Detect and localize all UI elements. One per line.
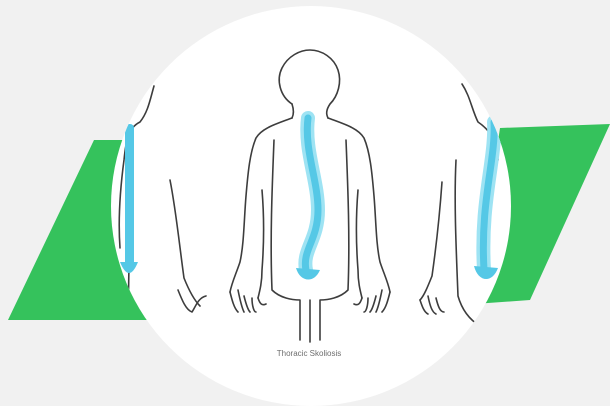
figure-caption: Thoracic Skoliosis [277,349,341,358]
